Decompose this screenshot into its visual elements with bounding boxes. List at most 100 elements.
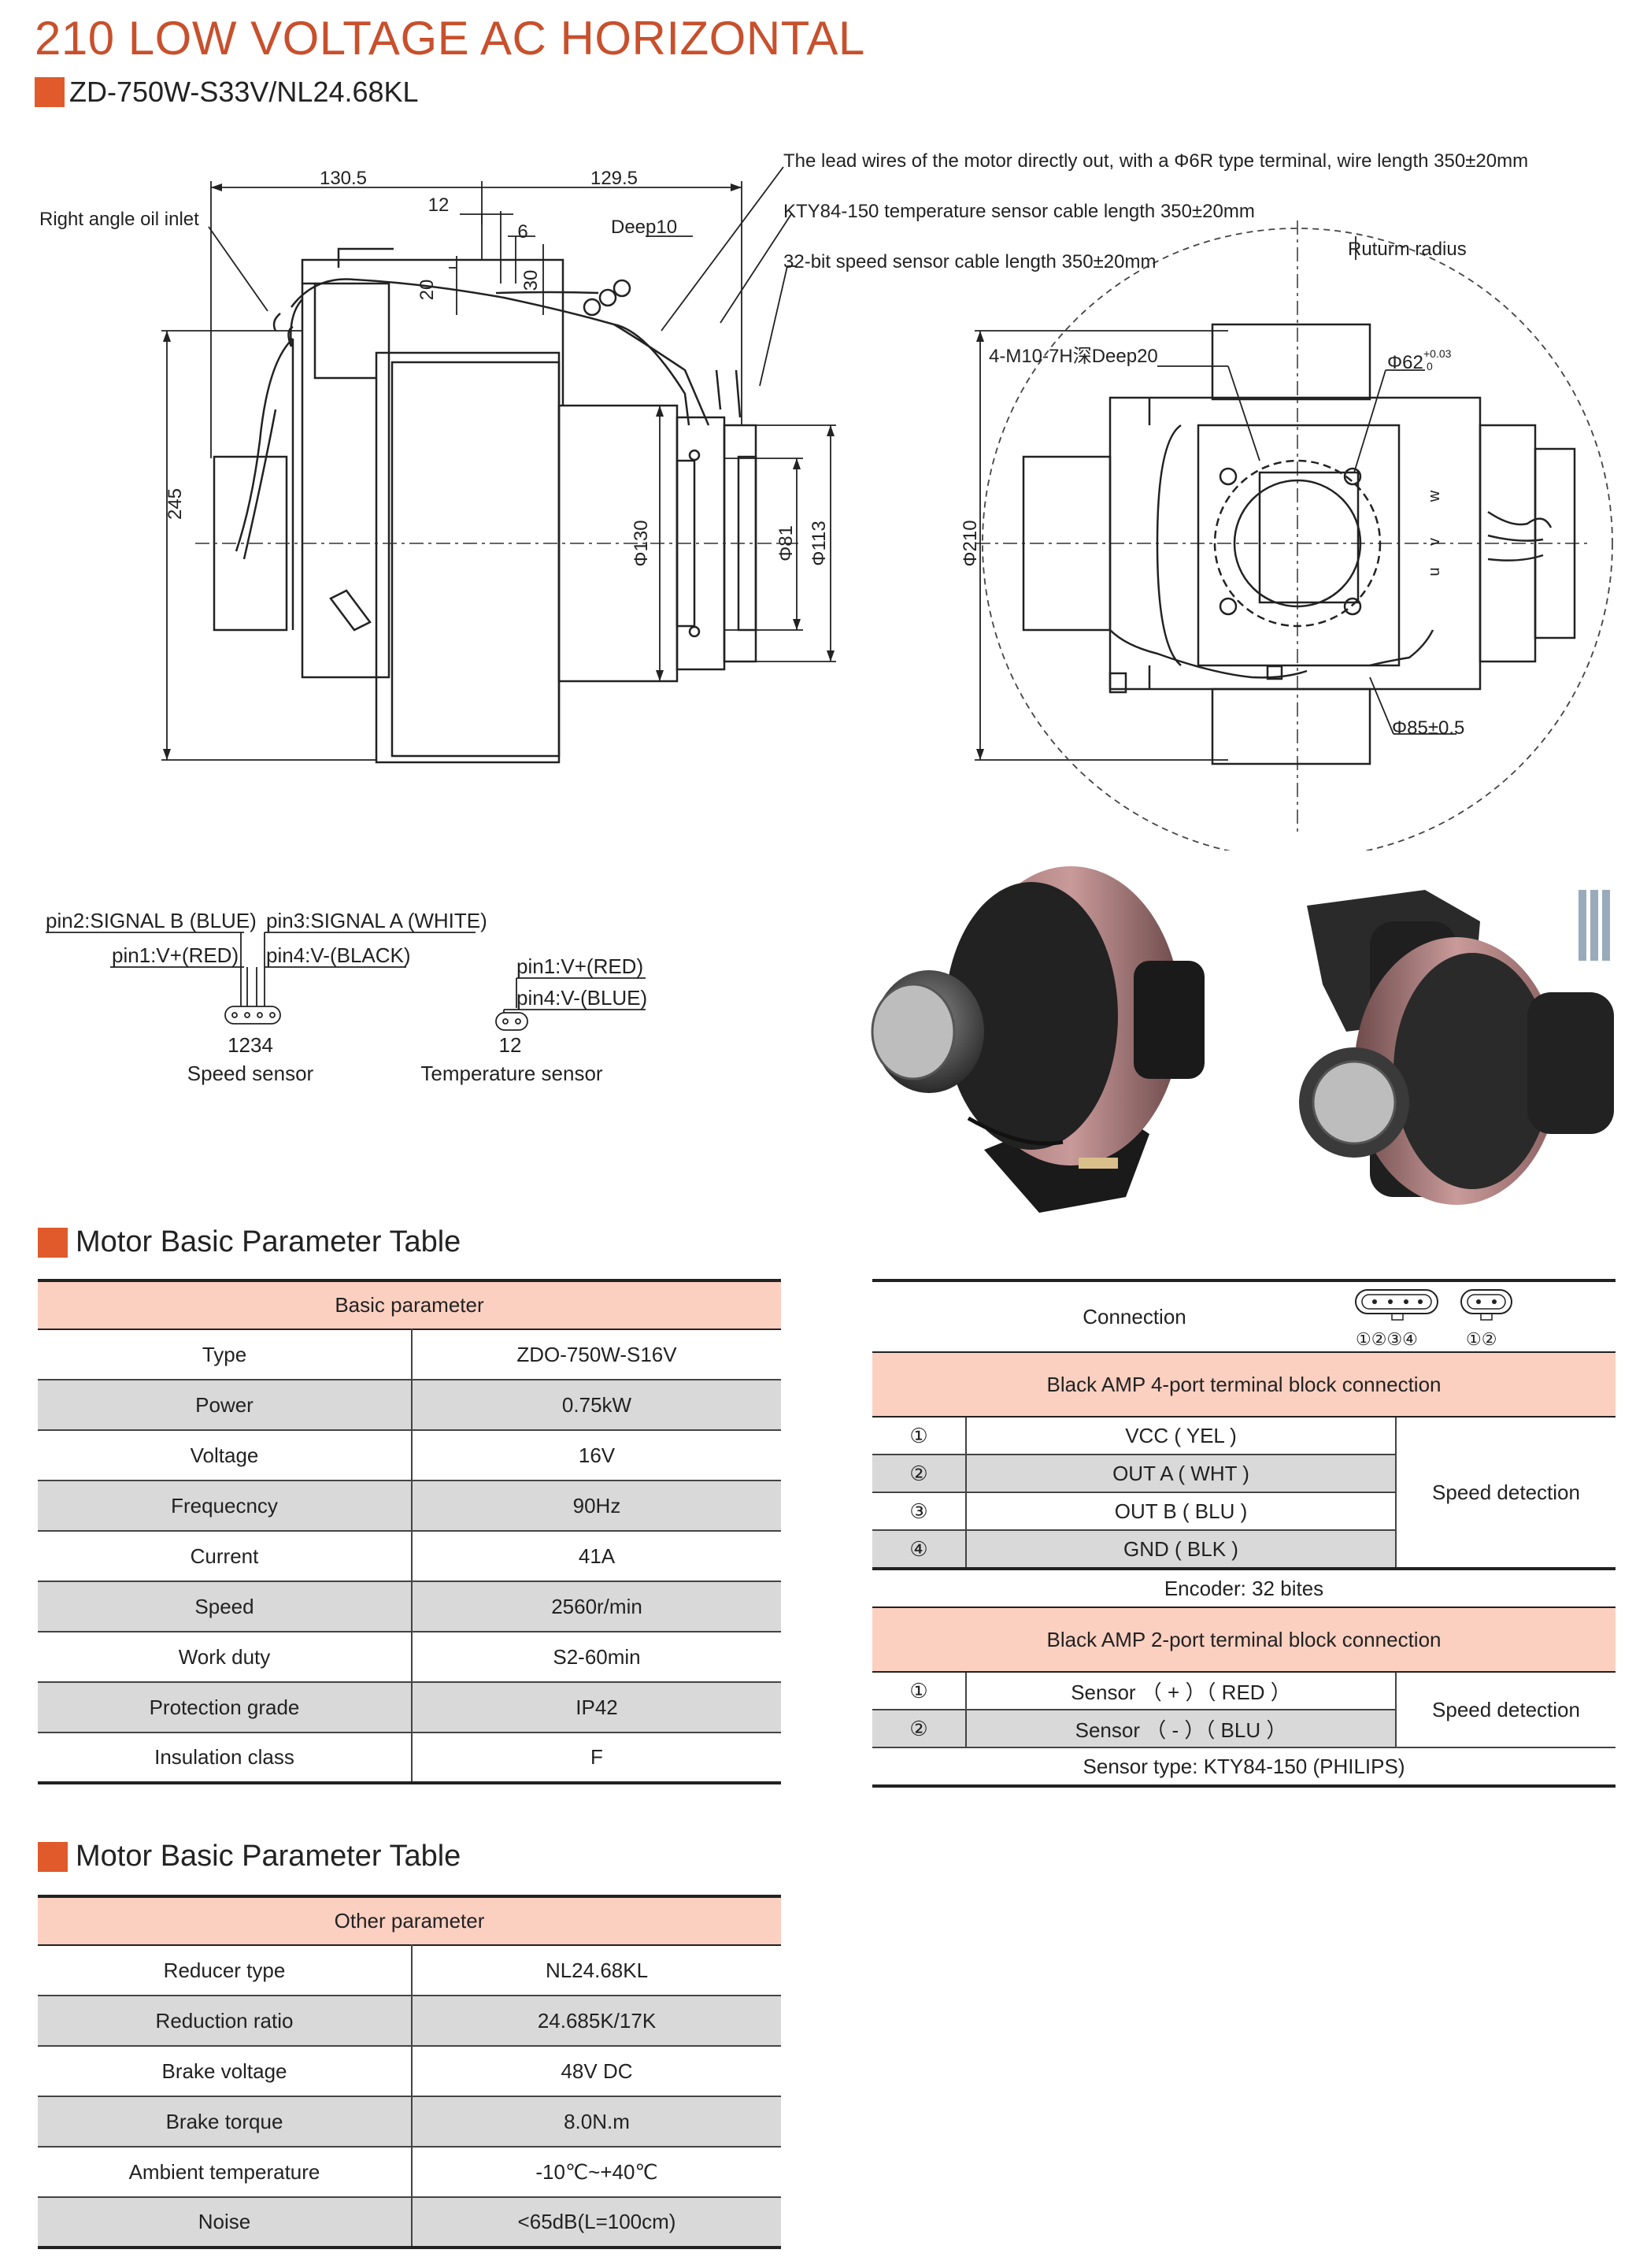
product-photo-back [1299,890,1614,1205]
other-section-title: Motor Basic Parameter Table [38,1840,461,1873]
dim-phi210: Φ210 [960,520,981,566]
table-row-label: Voltage [38,1430,413,1481]
model-heading: ZD-750W-S33V/NL24.68KL [35,76,419,109]
table-row: ④ GND ( BLK ) [872,1531,1397,1570]
table-row-value: 24.685K/17K [412,1996,781,2047]
speed-sensor-label: Speed sensor [187,1062,314,1085]
dim-30: 30 [520,270,542,291]
connector-2pin-numbers: ①② [1466,1329,1497,1349]
encoder-note: Encoder: 32 bites [1164,1576,1324,1600]
phase-u-label: u [1426,567,1443,576]
table-row-value: S2-60min [412,1632,781,1683]
table-row-value: <65dB(L=100cm) [412,2197,781,2249]
pin-number: ② [872,1710,967,1747]
table-row: ② OUT A ( WHT ) [872,1455,1397,1493]
temp-pin4-label: pin4:V-(BLUE) [516,986,647,1010]
table-row-label: Brake voltage [38,2046,413,2097]
note-lead-wires: The lead wires of the motor directly out… [783,150,1528,172]
dim-12: 12 [428,195,450,216]
connection-table: Connection ①②③④ ①② Black AMP 4-port term… [872,1279,1616,1788]
table-row-value: 16V [412,1430,781,1481]
model-name: ZD-750W-S33V/NL24.68KL [69,76,419,108]
wheel [375,351,561,764]
pin-name: Sensor （ + ）（ RED ） [967,1673,1397,1709]
table-row: ② Sensor （ - ）（ BLU ） [872,1710,1397,1748]
return-radius-label: Ruturm radius [1348,239,1467,260]
dim-245: 245 [165,488,186,520]
table-row-value: ZDO-750W-S16V [412,1329,781,1380]
block2-body: ① Sensor （ + ）（ RED ） ② Sensor （ - ）（ BL… [872,1673,1616,1748]
table-row-value: 2560r/min [412,1581,781,1632]
table-row-value: 48V DC [412,2046,781,2097]
accent-square-icon [38,1841,68,1872]
table-row-value: IP42 [412,1682,781,1733]
other-table-header: Other parameter [334,1909,485,1933]
temp-pin1-label: pin1:V+(RED) [516,954,643,978]
connector-4pin-icon [1355,1289,1438,1321]
basic-section-title: Motor Basic Parameter Table [38,1225,461,1259]
thread-label: 4-M10-7H深Deep20 [989,346,1158,367]
table-row-label: Speed [38,1581,413,1632]
dim-6: 6 [517,221,527,243]
connection-row: Connection ①②③④ ①② [872,1279,1616,1351]
phi62-label: Φ62 [1387,352,1423,373]
temp-pin-numbers: 12 [499,1033,522,1057]
table-row-value: -10℃~+40℃ [412,2147,781,2198]
brake-block [1022,455,1112,632]
table-row: ① VCC ( YEL ) [872,1418,1397,1455]
table-row-label: Insulation class [38,1732,413,1784]
dim-phi113: Φ113 [809,521,830,565]
pin-name: OUT B ( BLU ) [967,1493,1397,1529]
table-row: ③ OUT B ( BLU ) [872,1493,1397,1531]
block2-function: Speed detection [1397,1673,1616,1748]
pin4-label: pin4:V-(BLACK) [266,943,411,967]
pin-number: ④ [872,1531,967,1567]
note-kty-cable: KTY84-150 temperature sensor cable lengt… [783,201,1255,222]
connector-4pin-numbers: ①②③④ [1356,1329,1418,1349]
phi62-tol-low: 0 [1427,360,1433,372]
housing-left [301,282,390,679]
table-row-label: Frequecncy [38,1480,413,1532]
pin-number: ① [872,1418,967,1454]
accent-square-icon [38,1227,68,1258]
connection-label: Connection [1083,1304,1186,1329]
table-row-label: Work duty [38,1632,413,1683]
table-row-label: Reduction ratio [38,1996,413,2047]
phi62-tol-up: +0.03 [1423,347,1452,360]
temp-sensor-label: Temperature sensor [420,1062,603,1085]
center-flange [1258,471,1360,604]
table-row-label: Noise [38,2197,413,2249]
table-row-label: Type [38,1329,413,1380]
return-radius-circle [982,228,1613,850]
deep10-label: Deep10 [611,217,677,238]
table-row-label: Current [38,1531,413,1582]
dim-130-5: 130.5 [320,168,367,189]
block4-rows: ① VCC ( YEL ) ② OUT A ( WHT ) ③ OUT B ( … [872,1418,1397,1570]
block4-function: Speed detection [1397,1418,1616,1570]
pin-name: OUT A ( WHT ) [967,1455,1397,1492]
note-speed-cable: 32-bit speed sensor cable length 350±20m… [783,251,1156,272]
table-row-value: 41A [412,1531,781,1582]
dim-phi130: Φ130 [631,520,652,566]
table-row-value: 90Hz [412,1480,781,1532]
dim-phi81: Φ81 [775,525,797,561]
table-row-value: NL24.68KL [412,1945,781,1996]
table-row-label: Protection grade [38,1682,413,1733]
table-row-label: Reducer type [38,1945,413,1996]
dim-20: 20 [416,280,438,301]
table-row-value: 0.75kW [412,1380,781,1431]
table-row-label: Ambient temperature [38,2147,413,2198]
table-row-label: Brake torque [38,2096,413,2148]
phi62-circle [1233,479,1362,608]
pin-name: VCC ( YEL ) [967,1418,1397,1454]
connector-2pin-icon [1460,1289,1512,1321]
phase-w-label: w [1426,490,1443,502]
pin-diagram: pin2:SIGNAL B (BLUE) pin3:SIGNAL A (WHIT… [46,909,647,1085]
accent-square-icon [35,77,65,107]
pin-number: ② [872,1455,967,1492]
speed-pin-numbers: 1234 [228,1033,273,1057]
product-photo-front [871,866,1205,1213]
block2-header: Black AMP 2-port terminal block connecti… [872,1606,1616,1673]
